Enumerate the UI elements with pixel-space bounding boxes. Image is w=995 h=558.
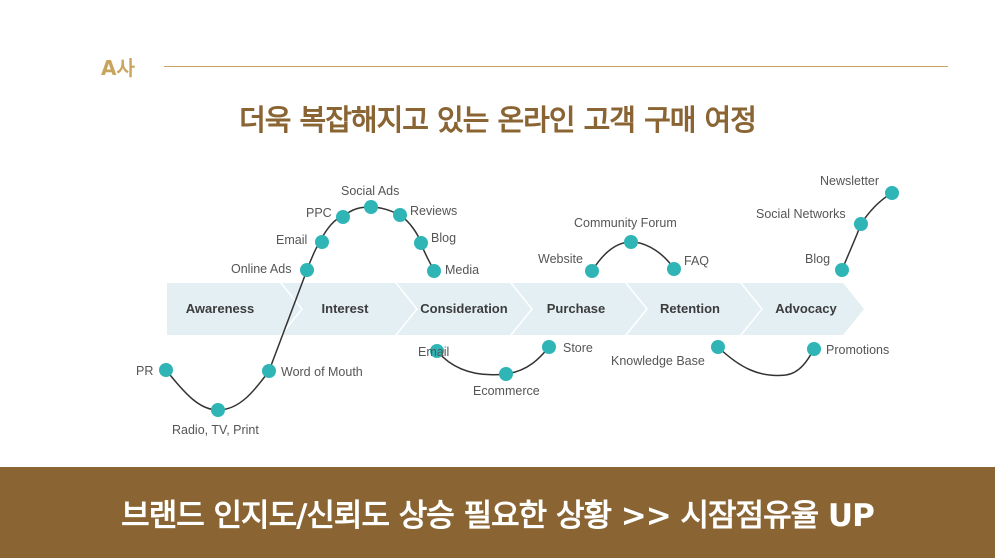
touchpoint-label-knowledge-base: Knowledge Base: [611, 354, 705, 368]
touchpoint-label-blog-advocacy: Blog: [805, 252, 830, 266]
touchpoint-label-faq: FAQ: [684, 254, 709, 268]
touchpoint-label-blog-interest: Blog: [431, 231, 456, 245]
company-label: A사: [101, 56, 135, 80]
stage-arrows: [167, 283, 864, 335]
stage-arrow-consideration: [397, 283, 531, 335]
stage-label-advocacy: Advocacy: [775, 301, 837, 316]
touchpoint-label-online-ads: Online Ads: [231, 262, 291, 276]
touchpoint-label-community-forum: Community Forum: [574, 216, 677, 230]
stage-label-interest: Interest: [322, 301, 370, 316]
dot-newsletter: [885, 186, 899, 200]
header-divider: [164, 66, 948, 67]
dot-website: [585, 264, 599, 278]
dot-ppc: [336, 210, 350, 224]
dot-social-networks: [854, 217, 868, 231]
stage-label-consideration: Consideration: [420, 301, 507, 316]
dot-media: [427, 264, 441, 278]
touchpoint-dots: [159, 186, 899, 417]
touchpoint-label-promotions: Promotions: [826, 343, 889, 357]
dot-email-consideration: [430, 344, 444, 358]
touchpoint-label-social-ads: Social Ads: [341, 184, 399, 198]
stage-arrow-retention: [627, 283, 761, 335]
touchpoint-label-reviews: Reviews: [410, 204, 457, 218]
stage-arrow-purchase: [512, 283, 646, 335]
touchpoint-label-store: Store: [563, 341, 593, 355]
dot-radio-tv-print: [211, 403, 225, 417]
dot-store: [542, 340, 556, 354]
page-title: 더욱 복잡해지고 있는 온라인 고객 구매 여정: [239, 103, 757, 137]
dot-promotions: [807, 342, 821, 356]
touchpoint-label-social-networks: Social Networks: [756, 207, 846, 221]
dot-email-interest: [315, 235, 329, 249]
dot-word-of-mouth: [262, 364, 276, 378]
touchpoint-label-radio-tv-print: Radio, TV, Print: [172, 423, 259, 437]
dot-community-forum: [624, 235, 638, 249]
touchpoint-label-newsletter: Newsletter: [820, 174, 879, 188]
touchpoint-label-ppc: PPC: [306, 206, 332, 220]
dot-pr: [159, 363, 173, 377]
touchpoint-label-word-of-mouth: Word of Mouth: [281, 365, 363, 379]
conclusion-banner: 브랜드 인지도/신뢰도 상승 필요한 상황 >> 시잠점유율 UP: [0, 467, 995, 558]
stage-label-awareness: Awareness: [186, 301, 254, 316]
dot-reviews: [393, 208, 407, 222]
stage-label-retention: Retention: [660, 301, 720, 316]
touchpoint-label-media: Media: [445, 263, 479, 277]
customer-journey-diagram: Awareness Interest Consideration Purchas…: [136, 174, 899, 437]
touchpoint-label-email-interest: Email: [276, 233, 307, 247]
touchpoint-label-website: Website: [538, 252, 583, 266]
touchpoint-label-email-consideration: Email: [418, 345, 449, 359]
dot-social-ads: [364, 200, 378, 214]
touchpoint-label-pr: PR: [136, 364, 153, 378]
dot-knowledge-base: [711, 340, 725, 354]
stage-arrow-awareness: [167, 283, 301, 335]
dot-online-ads: [300, 263, 314, 277]
stage-arrow-advocacy: [742, 283, 864, 335]
touchpoint-label-ecommerce: Ecommerce: [473, 384, 540, 398]
conclusion-text: 브랜드 인지도/신뢰도 상승 필요한 상황 >> 시잠점유율 UP: [121, 498, 875, 534]
stage-label-purchase: Purchase: [547, 301, 606, 316]
stage-arrow-interest: [282, 283, 416, 335]
dot-blog-advocacy: [835, 263, 849, 277]
dot-faq: [667, 262, 681, 276]
dot-blog-interest: [414, 236, 428, 250]
dot-ecommerce: [499, 367, 513, 381]
